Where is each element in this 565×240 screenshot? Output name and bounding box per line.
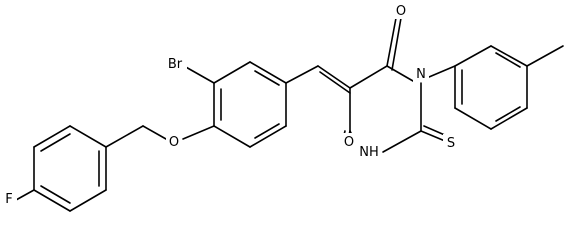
atom-nh: NH	[356, 143, 382, 160]
bond-aryl-1	[249, 61, 287, 84]
atom-o-bottom: O	[341, 133, 357, 150]
bond-o-ch2	[142, 125, 167, 140]
atom-s-label: S	[447, 136, 455, 151]
atom-o-ether-label: O	[169, 135, 179, 150]
bond-aryl-1-double	[254, 70, 280, 86]
atom-n1-label: N	[416, 67, 426, 82]
bond-fphenyl-1	[69, 125, 107, 148]
bond-tolyl-5	[454, 107, 492, 130]
bond-c-o	[182, 125, 215, 140]
atom-s: S	[443, 134, 459, 151]
bond-tolyl-2	[490, 45, 528, 67]
atom-nh-label: NH	[359, 145, 379, 160]
atom-f-label: F	[5, 192, 12, 207]
bond-aryl-ch	[285, 65, 319, 84]
bond-tolyl-4-double	[495, 106, 521, 122]
bond-c-f	[15, 189, 35, 201]
atom-br-label: Br	[168, 57, 183, 72]
atom-br: Br	[163, 55, 187, 72]
atom-f: F	[1, 190, 17, 207]
bond-n1-tolyl	[428, 65, 456, 78]
bond-aryl-6	[213, 61, 251, 84]
bond-c6-o	[386, 17, 397, 67]
bond-fphenyl-2	[33, 125, 71, 148]
atom-o-top: O	[393, 2, 409, 19]
bonds	[15, 17, 564, 212]
bond-c2-n3	[382, 130, 422, 153]
atom-labels: Br O O O N NH S F	[1, 2, 459, 207]
bond-tolyl-4	[490, 107, 528, 130]
bond-tolyl-2-double	[495, 52, 521, 68]
bond-c-br	[183, 65, 215, 84]
bond-tolyl-methyl	[526, 45, 564, 67]
atom-o-ether: O	[166, 133, 182, 150]
bond-c6-n1	[386, 65, 414, 82]
bond-fphenyl-2-double	[40, 133, 71, 152]
atom-o-top-label: O	[396, 4, 406, 19]
bond-aryl-4	[213, 125, 251, 148]
bond-ch2-fluorophenyl	[105, 125, 144, 148]
molecule-diagram: Br O O O N NH S F	[1, 2, 564, 212]
bond-c6-o-double	[391, 17, 402, 71]
bond-tolyl-1	[454, 45, 492, 67]
bond-fphenyl-5	[69, 189, 107, 212]
bond-ch-c5	[317, 65, 351, 89]
bond-ch-c5-double	[319, 71, 351, 94]
bond-fphenyl-4	[33, 189, 71, 212]
bond-c5-c6	[349, 65, 388, 89]
bond-fphenyl-4-double	[40, 185, 71, 204]
bond-c2-s	[420, 130, 446, 142]
bond-aryl-3	[249, 125, 287, 148]
bond-aryl-3-double	[254, 123, 280, 139]
atom-n1: N	[413, 65, 429, 82]
atom-o-bottom-label: O	[344, 135, 354, 150]
